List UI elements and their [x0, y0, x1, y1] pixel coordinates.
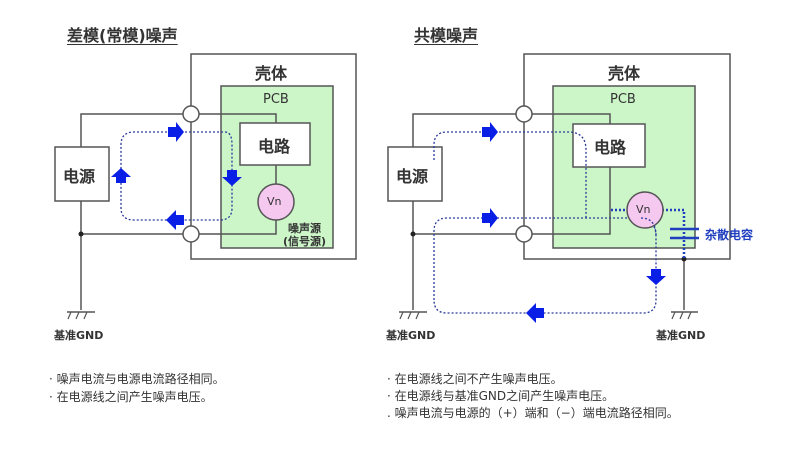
left-circuit-label: 电路	[258, 137, 291, 156]
common-mode-title: 共模噪声	[414, 26, 479, 45]
left-bottom-wire	[80, 201, 277, 235]
right-note-2: · 在电源线与基准GND之间产生噪声电压。	[387, 389, 615, 403]
left-power-label: 电源	[63, 167, 96, 186]
noise-source-label-line2: (信号源)	[283, 235, 327, 248]
right-noise-path-top	[433, 131, 587, 218]
left-top-wire	[80, 113, 277, 147]
right-bottom-wire	[412, 167, 611, 235]
left-circuit-box	[239, 122, 311, 166]
right-enclosure-label: 壳体	[608, 64, 641, 83]
right-top-wire	[412, 113, 611, 147]
right-noise-path-bottom	[433, 217, 657, 314]
right-vn-right-dots	[662, 208, 686, 259]
left-noise-current-path	[120, 131, 233, 221]
left-gnd-label: 基准GND	[54, 329, 104, 342]
right-top-connector	[515, 105, 533, 123]
left-note-1: · 噪声电流与电源电流路径相同。	[49, 372, 225, 386]
left-enclosure-label: 壳体	[255, 64, 288, 83]
right-enclosure	[523, 53, 731, 260]
right-bottom-connector	[515, 225, 533, 243]
left-top-connector	[182, 105, 200, 123]
right-arrow-bottom	[482, 208, 498, 228]
noise-source-label-line1: 噪声源	[288, 222, 322, 235]
left-arrow-down	[222, 170, 242, 186]
left-bottom-connector	[182, 225, 200, 243]
right-power-label: 电源	[396, 167, 429, 186]
left-arrow-right	[168, 122, 184, 142]
stray-capacitance-label: 杂散电容	[705, 228, 754, 242]
left-junction-dot	[78, 231, 84, 237]
left-pcb	[220, 85, 334, 249]
left-vn-source	[257, 183, 295, 221]
right-gnd-label-right: 基准GND	[656, 329, 706, 342]
left-arrow-up	[111, 168, 131, 183]
right-arrow-top	[482, 122, 498, 142]
right-circuit-label: 电路	[594, 138, 627, 157]
right-note-1: · 在电源线之间不产生噪声电压。	[387, 372, 563, 386]
differential-mode-title: 差模(常模)噪声	[67, 26, 178, 45]
right-arrow-down	[646, 269, 666, 285]
right-vn-source	[626, 191, 664, 229]
left-pcb-label: PCB	[263, 92, 289, 107]
left-noise-source-label: 噪声源 (信号源)	[283, 222, 326, 248]
right-arrow-left	[526, 303, 544, 323]
left-arrow-left	[166, 210, 184, 230]
right-power-box	[387, 146, 443, 202]
left-enclosure	[190, 53, 357, 260]
right-junction-dot	[410, 231, 416, 237]
right-pcb-label: PCB	[610, 92, 636, 107]
right-circuit-box	[572, 123, 646, 168]
left-power-box	[54, 146, 110, 202]
left-vn-label: Vn	[267, 195, 282, 208]
right-gnd-label-left: 基准GND	[386, 329, 436, 342]
right-vn-label: Vn	[636, 203, 651, 216]
left-note-2: · 在电源线之间产生噪声电压。	[49, 390, 213, 404]
right-note-3: . 噪声电流与电源的（+）端和（−）端电流路径相同。	[387, 406, 679, 420]
